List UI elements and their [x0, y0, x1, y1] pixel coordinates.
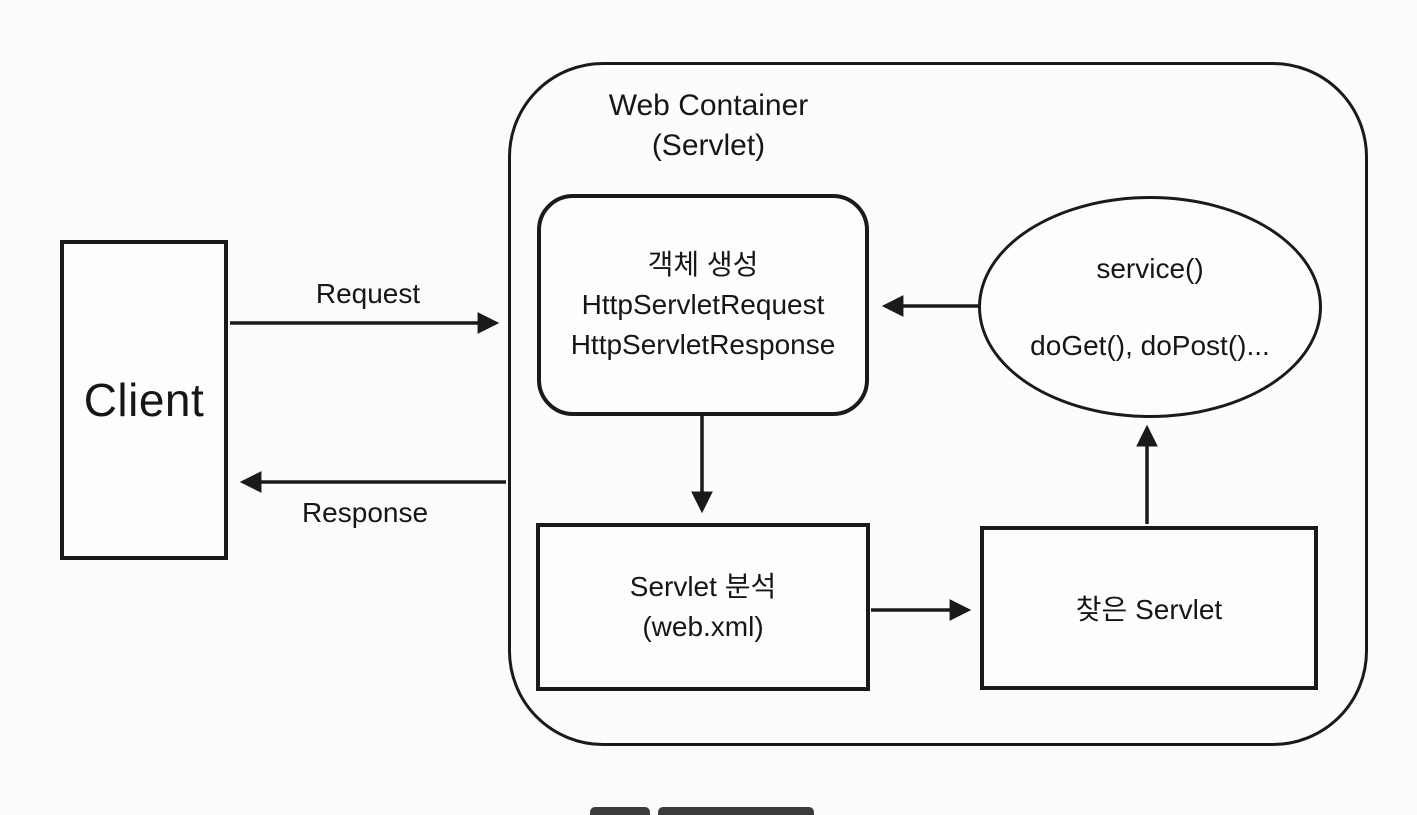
- object-creation-title: 객체 생성: [647, 249, 759, 280]
- found-servlet-box: 찾은 Servlet: [980, 526, 1318, 690]
- doget-dopost-label: doGet(), doPost()...: [1030, 329, 1270, 361]
- servlet-analysis-box: Servlet 분석 (web.xml): [536, 523, 870, 691]
- client-label: Client: [83, 374, 205, 426]
- service-method-label: service(): [1096, 252, 1204, 284]
- web-container-title-line2: (Servlet): [651, 129, 766, 162]
- http-servlet-response-label: HttpServletResponse: [570, 329, 836, 360]
- client-box: Client: [60, 240, 228, 560]
- video-overlay-key-small: [590, 807, 650, 815]
- web-container-title-line1: Web Container: [608, 89, 809, 122]
- response-arrow-label: Response: [301, 497, 429, 528]
- http-servlet-request-label: HttpServletRequest: [581, 289, 825, 320]
- service-ellipse: service() doGet(), doPost()...: [978, 196, 1322, 418]
- web-container-title: Web Container (Servlet): [0, 86, 1417, 166]
- servlet-analysis-title: Servlet 분석: [629, 571, 777, 602]
- object-creation-box: 객체 생성 HttpServletRequest HttpServletResp…: [537, 194, 869, 416]
- video-overlay-key-large: [658, 807, 814, 815]
- web-xml-label: (web.xml): [642, 611, 764, 642]
- found-servlet-label: 찾은 Servlet: [1075, 594, 1223, 625]
- request-arrow-label: Request: [315, 278, 421, 309]
